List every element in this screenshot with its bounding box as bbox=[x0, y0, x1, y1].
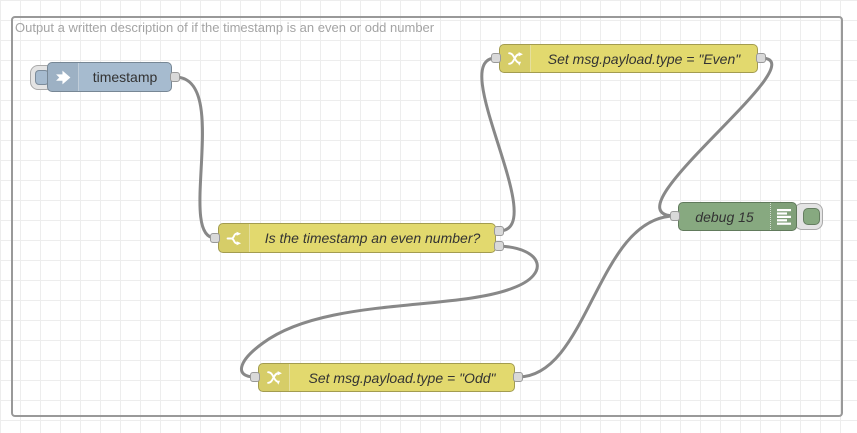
debug-toggle-button-face bbox=[803, 208, 820, 225]
node-label: Set msg.payload.type = "Odd" bbox=[308, 369, 496, 386]
node-change-even[interactable]: Set msg.payload.type = "Even" bbox=[499, 44, 758, 73]
node-label: Set msg.payload.type = "Even" bbox=[547, 50, 741, 67]
wire-inject-to-switch[interactable] bbox=[173, 75, 217, 240]
debug-lines-icon bbox=[770, 203, 796, 230]
node-debug-15[interactable]: debug 15 bbox=[678, 202, 797, 231]
change-shuffle-icon bbox=[500, 45, 531, 72]
group-label: Output a written description of if the t… bbox=[15, 20, 435, 35]
node-label: Is the timestamp an even number? bbox=[264, 230, 481, 246]
port-change-even-input[interactable] bbox=[491, 53, 501, 63]
port-switch-output-1[interactable] bbox=[494, 226, 504, 236]
node-inject-timestamp[interactable]: timestamp bbox=[47, 62, 172, 92]
change-shuffle-icon bbox=[259, 364, 290, 391]
port-change-odd-output[interactable] bbox=[513, 372, 523, 382]
port-switch-input[interactable] bbox=[210, 233, 220, 243]
wire-switch-to-change-odd[interactable] bbox=[239, 244, 539, 379]
switch-fork-icon bbox=[219, 224, 250, 252]
node-change-odd[interactable]: Set msg.payload.type = "Odd" bbox=[258, 363, 515, 392]
flow-group[interactable]: Output a written description of if the t… bbox=[11, 16, 843, 417]
debug-toggle-button[interactable] bbox=[794, 203, 823, 230]
wire-switch-to-change-even[interactable] bbox=[480, 56, 516, 233]
node-label: debug 15 bbox=[695, 208, 754, 225]
port-change-even-output[interactable] bbox=[756, 53, 766, 63]
port-inject-output[interactable] bbox=[170, 72, 180, 82]
node-label: timestamp bbox=[92, 69, 158, 85]
port-debug-input[interactable] bbox=[670, 211, 680, 221]
wire-change-even-to-debug[interactable] bbox=[658, 56, 774, 218]
inject-arrow-icon bbox=[48, 63, 79, 91]
port-switch-output-2[interactable] bbox=[494, 241, 504, 251]
port-change-odd-input[interactable] bbox=[250, 372, 260, 382]
wire-change-odd-to-debug[interactable] bbox=[516, 214, 677, 379]
node-switch-even-check[interactable]: Is the timestamp an even number? bbox=[218, 223, 496, 253]
